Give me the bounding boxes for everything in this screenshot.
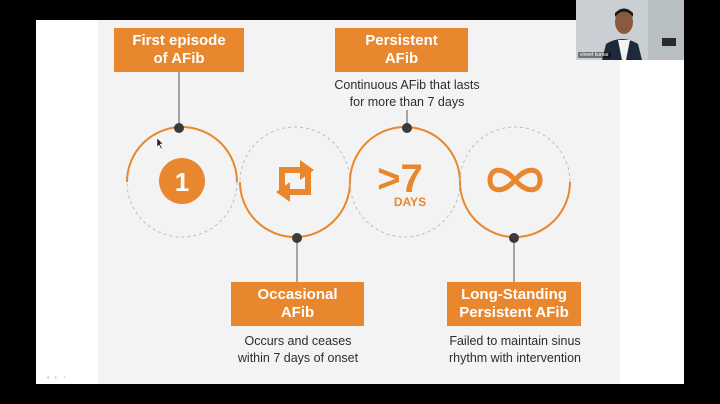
desc-persistent: Continuous AFib that lasts for more than…: [312, 77, 502, 111]
marker-dot-occasional: [292, 233, 302, 243]
label-first-line2: of AFib: [153, 50, 205, 67]
label-persistent-line2: AFib: [384, 50, 419, 67]
label-first-line1: First episode: [132, 32, 226, 49]
desc-occasional: Occurs and ceases within 7 days of onset: [213, 333, 383, 367]
label-occasional-line1: Occasional: [257, 286, 338, 303]
desc-longstanding-line1: Failed to maintain sinus: [449, 334, 581, 348]
repeat-icon: [276, 160, 314, 202]
desc-persistent-line2: for more than 7 days: [349, 95, 465, 109]
circle-occasional: [239, 126, 351, 238]
webcam-name-label: vineet kumar: [578, 52, 611, 58]
persistent-number: >7: [377, 157, 423, 201]
marker-dot-longstanding: [509, 233, 519, 243]
desc-occasional-line2: within 7 days of onset: [237, 351, 359, 365]
label-longstanding-line2: Persistent AFib: [459, 304, 569, 321]
first-number: 1: [175, 167, 189, 197]
marker-dot-first: [174, 123, 184, 133]
webcam-person-avatar: [576, 0, 684, 60]
webcam-video[interactable]: [576, 0, 684, 60]
label-longstanding: Long-Standing Persistent AFib: [447, 282, 581, 326]
infinity-icon: [487, 167, 543, 193]
label-first-episode: First episode of AFib: [114, 28, 244, 72]
mouse-pointer-icon: [156, 137, 164, 150]
desc-longstanding: Failed to maintain sinus rhythm with int…: [430, 333, 600, 367]
persistent-unit: DAYS: [394, 195, 426, 209]
label-occasional-line2: AFib: [280, 304, 315, 321]
label-occasional: Occasional AFib: [231, 282, 364, 326]
label-persistent: Persistent AFib: [335, 28, 468, 72]
desc-persistent-line1: Continuous AFib that lasts: [334, 78, 480, 92]
desc-occasional-line1: Occurs and ceases: [244, 334, 352, 348]
slide-nav-controls[interactable]: ◂ ▸ ▪: [46, 375, 68, 381]
label-longstanding-line1: Long-Standing: [461, 286, 567, 303]
bottom-bar: [36, 384, 684, 404]
label-persistent-line1: Persistent: [365, 32, 438, 49]
marker-dot-persistent: [402, 123, 412, 133]
desc-longstanding-line2: rhythm with intervention: [448, 351, 581, 365]
